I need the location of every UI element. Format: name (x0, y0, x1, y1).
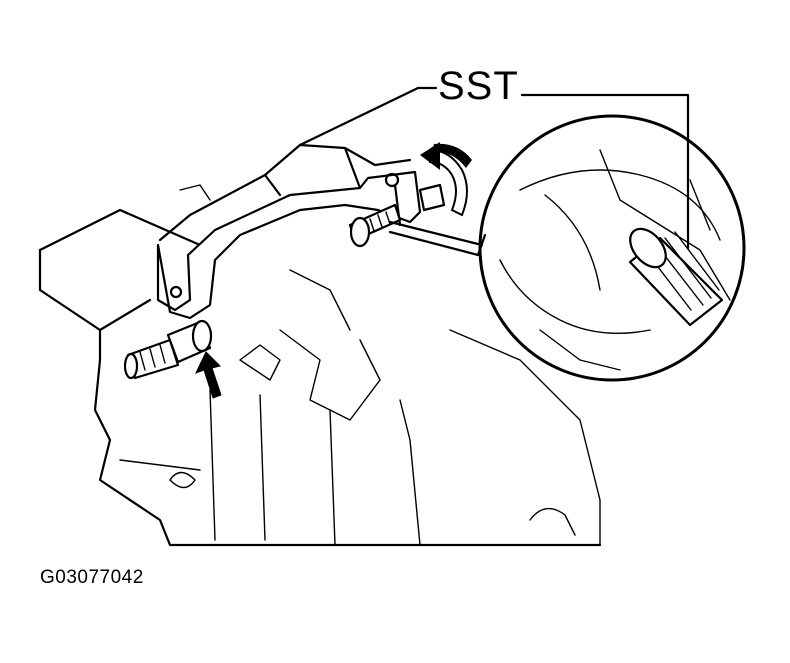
stud-bolt (123, 319, 213, 380)
forcing-bolt (348, 183, 446, 248)
figure-id: G03077042 (40, 567, 144, 588)
straight-arrow-icon (195, 351, 222, 399)
curved-arrow-icon (420, 142, 472, 217)
sst-tool (156, 86, 422, 320)
leader-lines (416, 86, 690, 250)
sst-callout-label: SST (438, 64, 519, 108)
engine-block (38, 184, 602, 547)
detail-view (388, 114, 746, 382)
